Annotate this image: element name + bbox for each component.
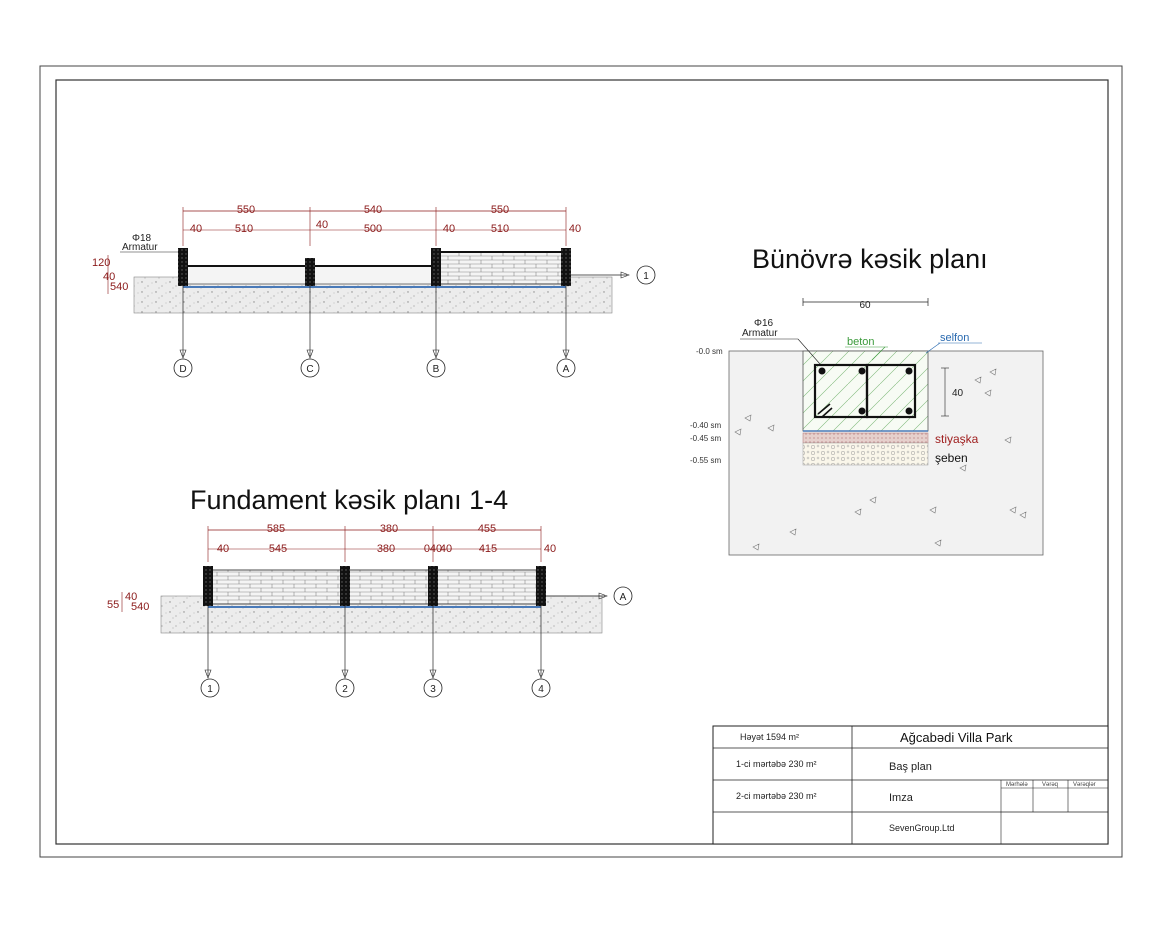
b-height-dim-40: 40 — [125, 591, 137, 603]
bottom-foundation-section: 585 380 455 40 545 380 040 40 415 40 55 … — [107, 523, 633, 698]
dim-inner-1: 40 — [190, 223, 202, 235]
grid-axis-3: 3 — [430, 684, 436, 695]
seben-label: şeben — [935, 451, 968, 465]
level-40: -0.40 sm — [690, 421, 721, 430]
tb-company: SevenGroup.Ltd — [889, 823, 955, 833]
section-title: Bünövrə kəsik planı — [752, 244, 988, 274]
height-dim-120: 120 — [92, 257, 110, 269]
dim-b-inner-5: 40 — [440, 543, 452, 555]
rebar-label-top-2: Armatur — [122, 242, 158, 253]
dim-inner-4: 500 — [364, 223, 382, 235]
height-dim-540: 540 — [110, 281, 128, 293]
tb-area-floor1: 1-ci mərtəbə 230 m² — [736, 759, 817, 769]
dim-top-1: 550 — [237, 204, 255, 216]
title-block: Həyət 1594 m² 1-ci mərtəbə 230 m² 2-ci m… — [712, 725, 1109, 845]
tb-signature: Imza — [889, 792, 914, 804]
outer-frame — [39, 65, 1123, 858]
detail-rebar-label-2: Armatur — [742, 328, 778, 339]
axis-ref-a: A — [620, 592, 627, 603]
axis-ref-1: 1 — [643, 271, 649, 282]
tb-area-yard: Həyət 1594 m² — [740, 732, 799, 742]
rebar-label-top: Φ18 — [132, 233, 152, 244]
dim-inner-2: 510 — [235, 223, 253, 235]
tb-col-sheet: Vərəq — [1042, 782, 1058, 788]
foundation-title: Fundament kəsik planı 1-4 — [190, 485, 508, 515]
dim-inner-7: 40 — [569, 223, 581, 235]
tb-sheet-name: Baş plan — [889, 761, 932, 773]
dim-top-3: 550 — [491, 204, 509, 216]
grid-axis-a: A — [563, 364, 570, 375]
dim-bottom-2: 380 — [380, 523, 398, 535]
top-foundation-section: 550 540 550 40 510 40 500 40 510 40 Φ18 … — [92, 204, 656, 378]
detail-rebar-label: Φ16 — [754, 318, 774, 329]
grid-axis-2: 2 — [342, 684, 348, 695]
tb-area-floor2: 2-ci mərtəbə 230 m² — [736, 791, 817, 801]
level-55: -0.55 sm — [690, 456, 721, 465]
stiyaska-label: stiyaşka — [935, 432, 979, 446]
selfon-label: selfon — [940, 332, 969, 344]
height-dim-40: 40 — [103, 271, 115, 283]
dim-bottom-3: 455 — [478, 523, 496, 535]
grid-axis-1: 1 — [207, 684, 213, 695]
tb-col-sheets: Vərəqlər — [1073, 782, 1096, 788]
dim-b-inner-4: 040 — [424, 543, 442, 555]
dim-b-inner-6: 415 — [479, 543, 497, 555]
tb-col-stage: Mərhələ — [1006, 782, 1028, 788]
b-height-dim-55: 55 — [107, 599, 119, 611]
grid-axis-d: D — [179, 364, 186, 375]
beton-label: beton — [847, 336, 875, 348]
level-45: -0.45 sm — [690, 434, 721, 443]
dim-b-inner-1: 40 — [217, 543, 229, 555]
detail-width-dim: 60 — [859, 300, 871, 311]
tb-project: Ağcabədi Villa Park — [900, 730, 1013, 745]
level-0: -0.0 sm — [696, 347, 723, 356]
dim-inner-5: 40 — [443, 223, 455, 235]
dim-b-inner-7: 40 — [544, 543, 556, 555]
dim-bottom-1: 585 — [267, 523, 285, 535]
detail-depth-dim: 40 — [952, 388, 964, 399]
grid-axis-b: B — [433, 364, 440, 375]
dim-b-inner-3: 380 — [377, 543, 395, 555]
dim-b-inner-2: 545 — [269, 543, 287, 555]
b-height-dim-540: 540 — [131, 601, 149, 613]
inner-frame — [55, 79, 1109, 845]
grid-axis-c: C — [306, 364, 313, 375]
dim-inner-6: 510 — [491, 223, 509, 235]
dim-top-2: 540 — [364, 204, 382, 216]
foundation-detail: 60 Φ16 Armatur beton selfon 40 -0.0 sm -… — [690, 298, 1044, 556]
grid-axis-4: 4 — [538, 684, 544, 695]
dim-inner-3: 40 — [316, 219, 328, 231]
